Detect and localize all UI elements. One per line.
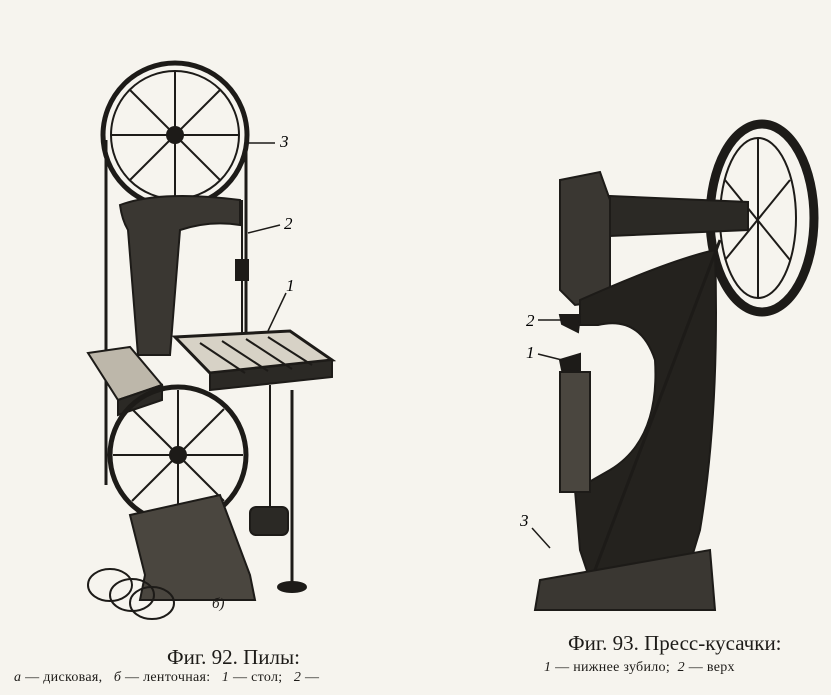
fig93-label-3: 3 xyxy=(520,511,529,530)
band-saw-illustration: 3 2 1 xyxy=(86,60,337,620)
legend-letter-a: а xyxy=(14,670,22,685)
fig92-caption: Фиг. 92. Пилы: xyxy=(167,645,300,669)
fig93-legend: 1 — нижнее зубило; 2 — верх xyxy=(544,660,735,676)
legend-text-1: — стол; xyxy=(232,670,283,685)
fig93-caption: Фиг. 93. Пресс-кусачки: xyxy=(568,631,782,655)
fig92-sublabel: б) xyxy=(212,596,225,612)
legend-text-a: — дисковая, xyxy=(25,670,103,685)
legend93-num-1: 1 xyxy=(544,660,552,675)
fig92-label-3: 3 xyxy=(279,132,289,151)
legend-text-b: — ленточная: xyxy=(125,670,211,685)
press-cutter-illustration: 2 1 3 xyxy=(520,119,819,611)
fig92-label-2: 2 xyxy=(284,214,293,233)
legend93-text-2: — верх xyxy=(688,660,735,675)
legend-num-1: 1 xyxy=(221,670,230,685)
legend-num-2: 2 xyxy=(293,670,302,685)
fig93-label-2: 2 xyxy=(526,311,535,330)
legend-letter-b: б xyxy=(113,670,122,685)
fig92-label-1: 1 xyxy=(286,276,295,295)
fig92-legend: а — дисковая, б — ленточная: 1 — стол; 2… xyxy=(14,670,319,686)
legend93-num-2: 2 xyxy=(677,660,685,675)
legend-text-2: — xyxy=(304,670,320,685)
legend93-text-1: — нижнее зубило; xyxy=(555,660,671,675)
fig93-label-1: 1 xyxy=(526,343,535,362)
